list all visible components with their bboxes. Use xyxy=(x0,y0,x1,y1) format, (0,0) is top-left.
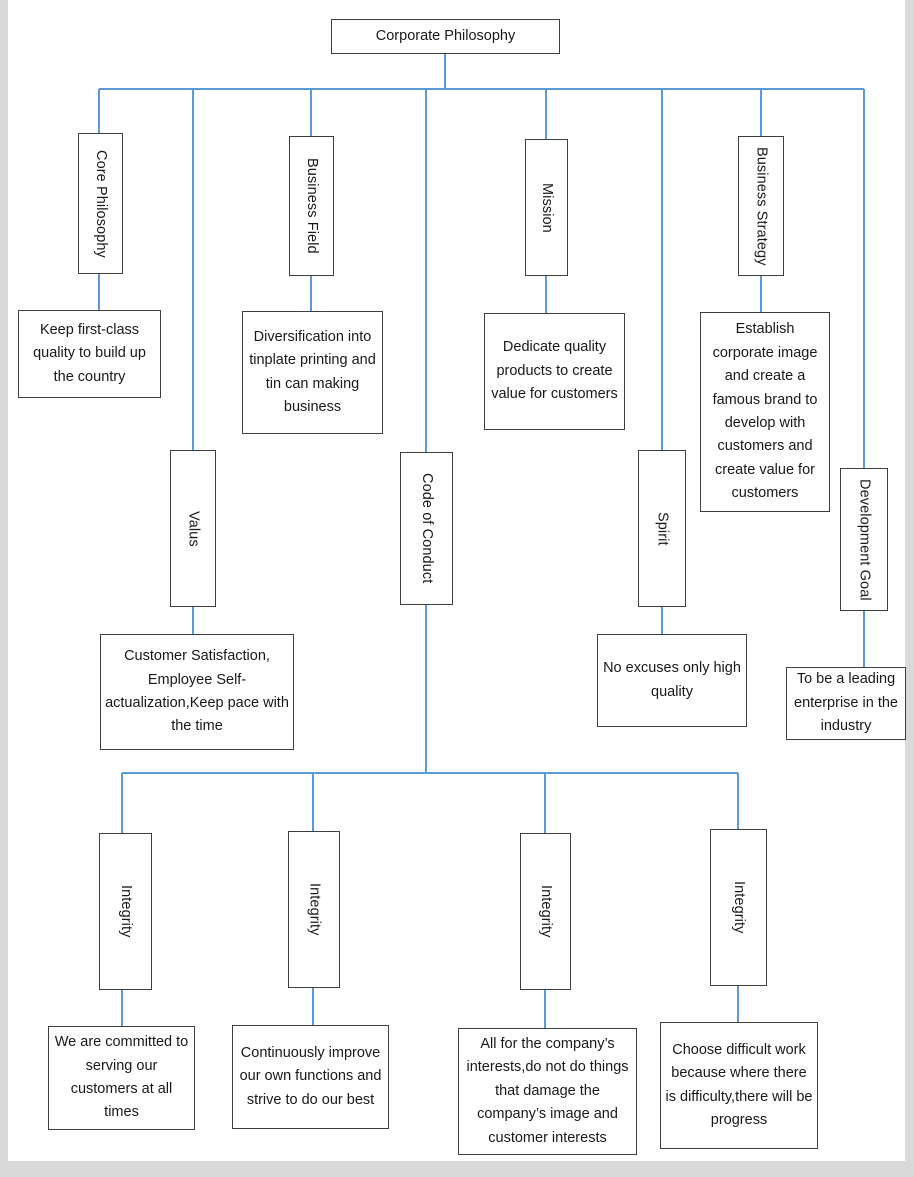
node-business-field[interactable]: Business Field xyxy=(289,136,334,276)
node-integrity-3[interactable]: Integrity xyxy=(520,833,571,990)
node-integrity-4-detail[interactable]: Choose difficult work because where ther… xyxy=(660,1022,818,1149)
node-label: Code of Conduct xyxy=(418,473,435,584)
node-valus-detail[interactable]: Customer Satisfaction, Employee Self-act… xyxy=(100,634,294,750)
node-development-goal-detail[interactable]: To be a leading enterprise in the indust… xyxy=(786,667,906,740)
node-label: Dedicate quality products to create valu… xyxy=(491,339,618,403)
node-integrity-4[interactable]: Integrity xyxy=(710,829,767,986)
node-integrity-2-detail[interactable]: Continuously improve our own functions a… xyxy=(232,1025,389,1129)
node-business-field-detail[interactable]: Diversification into tinplate printing a… xyxy=(242,311,383,434)
node-label: Continuously improve our own functions a… xyxy=(239,1044,382,1108)
node-label: No excuses only high quality xyxy=(603,660,741,700)
node-integrity-1-detail[interactable]: We are committed to serving our customer… xyxy=(48,1026,195,1130)
node-business-strategy-detail[interactable]: Establish corporate image and create a f… xyxy=(700,312,830,512)
node-spirit-detail[interactable]: No excuses only high quality xyxy=(597,634,747,727)
node-label: Establish corporate image and create a f… xyxy=(712,321,818,502)
node-label: Valus xyxy=(185,510,202,547)
node-label: Corporate Philosophy xyxy=(375,27,516,44)
node-mission-detail[interactable]: Dedicate quality products to create valu… xyxy=(484,313,625,430)
node-integrity-3-detail[interactable]: All for the company’s interests,do not d… xyxy=(458,1028,637,1155)
node-label: Customer Satisfaction, Employee Self-act… xyxy=(105,648,289,735)
node-integrity-2[interactable]: Integrity xyxy=(288,831,340,988)
node-label: Business Field xyxy=(303,158,320,254)
node-development-goal[interactable]: Development Goal xyxy=(840,468,888,611)
node-label: Mission xyxy=(538,182,555,233)
node-label: Business Strategy xyxy=(753,146,770,266)
node-label: Integrity xyxy=(306,883,323,936)
node-label: Integrity xyxy=(730,881,747,934)
node-label: We are committed to serving our customer… xyxy=(54,1034,189,1121)
node-business-strategy[interactable]: Business Strategy xyxy=(738,136,784,276)
node-core-philosophy-detail[interactable]: Keep first-class quality to build up the… xyxy=(18,310,161,398)
node-mission[interactable]: Mission xyxy=(525,139,568,276)
node-label: Choose difficult work because where ther… xyxy=(665,1041,813,1128)
node-spirit[interactable]: Spirit xyxy=(638,450,686,607)
node-label: Integrity xyxy=(537,885,554,938)
node-valus[interactable]: Valus xyxy=(170,450,216,607)
node-label: Development Goal xyxy=(856,478,873,601)
node-label: To be a leading enterprise in the indust… xyxy=(794,671,898,735)
node-label: Spirit xyxy=(654,511,671,546)
node-integrity-1[interactable]: Integrity xyxy=(99,833,152,990)
node-label: Keep first-class quality to build up the… xyxy=(33,321,146,385)
node-label: Diversification into tinplate printing a… xyxy=(249,328,376,415)
node-code-of-conduct[interactable]: Code of Conduct xyxy=(400,452,453,605)
node-corporate-philosophy[interactable]: Corporate Philosophy xyxy=(331,19,560,54)
node-label: All for the company’s interests,do not d… xyxy=(466,1035,629,1146)
node-label: Integrity xyxy=(117,885,134,938)
node-label: Core Philosophy xyxy=(92,149,109,258)
node-core-philosophy[interactable]: Core Philosophy xyxy=(78,133,123,274)
